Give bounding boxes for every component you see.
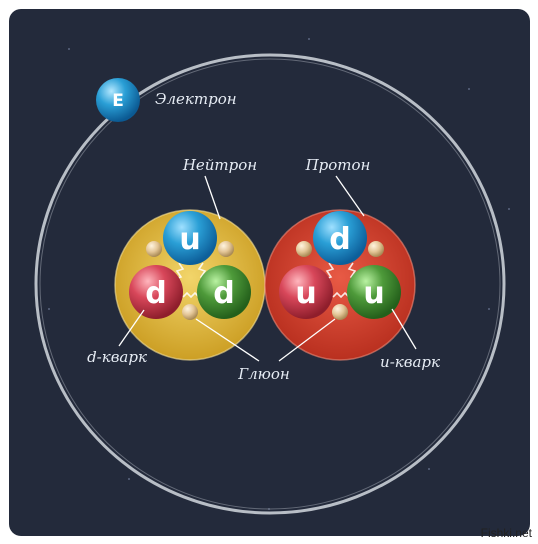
- proton-quark-u-green: [347, 265, 401, 319]
- neutron-gluon: [218, 241, 234, 257]
- gluon-pointer-right: [278, 318, 336, 362]
- watermark: Fishki.net: [480, 526, 532, 540]
- electron-orbit: [34, 53, 506, 515]
- star-dots: [48, 38, 510, 510]
- neutron-quark-u: [163, 211, 217, 265]
- neutron-quark-d-green: [197, 265, 251, 319]
- neutron-quark-d-red-label: d: [145, 276, 166, 311]
- neutron-quark-d-green-label: d: [213, 276, 234, 311]
- gluon-label: Глюон: [237, 365, 290, 383]
- u-quark-label: u-кварк: [380, 353, 440, 371]
- electron-symbol: E: [112, 91, 124, 111]
- gluon-pointer-left: [195, 318, 260, 362]
- atom-diagram: E Электрон u d d d u u: [9, 9, 530, 536]
- proton-quark-d: [313, 211, 367, 265]
- neutron-quark-u-label: u: [179, 222, 200, 257]
- neutron-quark-d-red: [129, 265, 183, 319]
- proton-quark-u-green-label: u: [363, 276, 384, 311]
- diagram-panel: E Электрон u d d d u u: [9, 9, 530, 536]
- proton-gluon: [332, 304, 348, 320]
- proton-gluon: [296, 241, 312, 257]
- u-quark-pointer: [391, 308, 417, 350]
- pointer-lines: [118, 175, 417, 362]
- proton-gluon: [368, 241, 384, 257]
- neutron-pointer: [204, 175, 221, 220]
- electron-label: Электрон: [155, 90, 237, 108]
- electron-sphere: [96, 78, 140, 122]
- electron-orbit-inner: [39, 58, 501, 510]
- neutron-gluon: [146, 241, 162, 257]
- proton-quark-d-label: d: [329, 222, 350, 257]
- proton-quark-u-red: [279, 265, 333, 319]
- proton-label: Протон: [305, 156, 371, 174]
- proton-quark-u-red-label: u: [295, 276, 316, 311]
- neutron-label: Нейтрон: [182, 156, 257, 174]
- d-quark-pointer: [118, 309, 145, 347]
- proton-rim: [264, 209, 416, 361]
- neutron-gluon: [182, 304, 198, 320]
- d-quark-label: d-кварк: [87, 348, 147, 366]
- proton-pointer: [335, 175, 365, 217]
